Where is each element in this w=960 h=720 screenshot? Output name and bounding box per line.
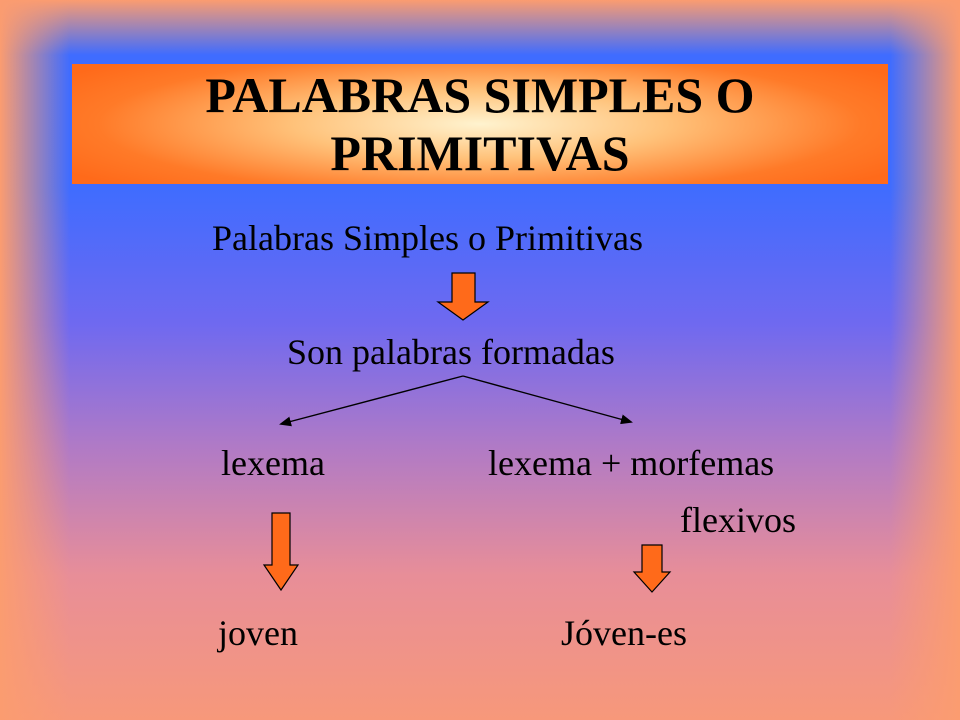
diagram-right-example: Jóven-es [561, 613, 687, 653]
down-arrow-icon [262, 512, 300, 592]
diagram-formed-label: Son palabras formadas [287, 332, 615, 372]
branch-line-left [279, 375, 464, 427]
diagram-root-label: Palabras Simples o Primitivas [212, 218, 643, 258]
diagram-right-branch-cont: flexivos [680, 500, 796, 540]
diagram-left-example: joven [218, 613, 298, 653]
slide-title: PALABRAS SIMPLES O PRIMITIVAS [205, 67, 755, 181]
down-arrow-icon [436, 272, 490, 321]
diagram-left-branch: lexema [221, 443, 325, 483]
down-arrow-icon [632, 544, 672, 593]
branch-line-right [462, 375, 633, 425]
title-box [72, 64, 888, 184]
diagram-right-branch: lexema + morfemas [488, 443, 775, 483]
